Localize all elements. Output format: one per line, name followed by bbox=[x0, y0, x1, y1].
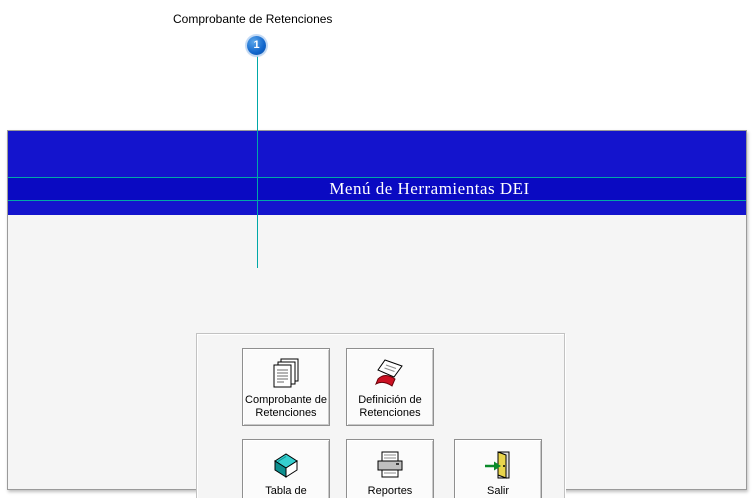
titlebar-band-top bbox=[8, 131, 746, 177]
window-title: Menú de Herramientas DEI bbox=[329, 179, 530, 198]
comprobante-de-retenciones-button[interactable]: Comprobante de Retenciones bbox=[242, 348, 330, 426]
button-label: Salir bbox=[486, 485, 509, 497]
button-label: Definición de Retenciones bbox=[358, 394, 422, 419]
button-label: Tabla de Impuestos bbox=[265, 485, 307, 497]
menu-groupbox: Comprobante de Retenciones Definición de… bbox=[196, 333, 565, 498]
titlebar-band-bottom bbox=[8, 201, 746, 215]
app-window: Menú de Herramientas DEI bbox=[7, 130, 747, 498]
button-label: Reportes Generales bbox=[367, 485, 413, 497]
printer-icon bbox=[373, 447, 407, 483]
definition-paper-icon bbox=[373, 356, 407, 392]
callout-step-badge: 1 bbox=[247, 36, 266, 55]
exit-door-icon bbox=[481, 447, 515, 483]
callout-connector-line bbox=[257, 55, 258, 268]
documents-icon bbox=[269, 356, 303, 392]
book-icon bbox=[269, 447, 303, 483]
button-label: Comprobante de Retenciones bbox=[245, 394, 327, 419]
callout-label: Comprobante de Retenciones bbox=[173, 12, 333, 26]
title-band: Menú de Herramientas DEI bbox=[8, 177, 746, 201]
salir-button[interactable]: Salir bbox=[454, 439, 542, 498]
reportes-generales-button[interactable]: Reportes Generales bbox=[346, 439, 434, 498]
tabla-de-impuestos-button[interactable]: Tabla de Impuestos bbox=[242, 439, 330, 498]
definicion-de-retenciones-button[interactable]: Definición de Retenciones bbox=[346, 348, 434, 426]
window-body: Comprobante de Retenciones Definición de… bbox=[8, 215, 746, 498]
